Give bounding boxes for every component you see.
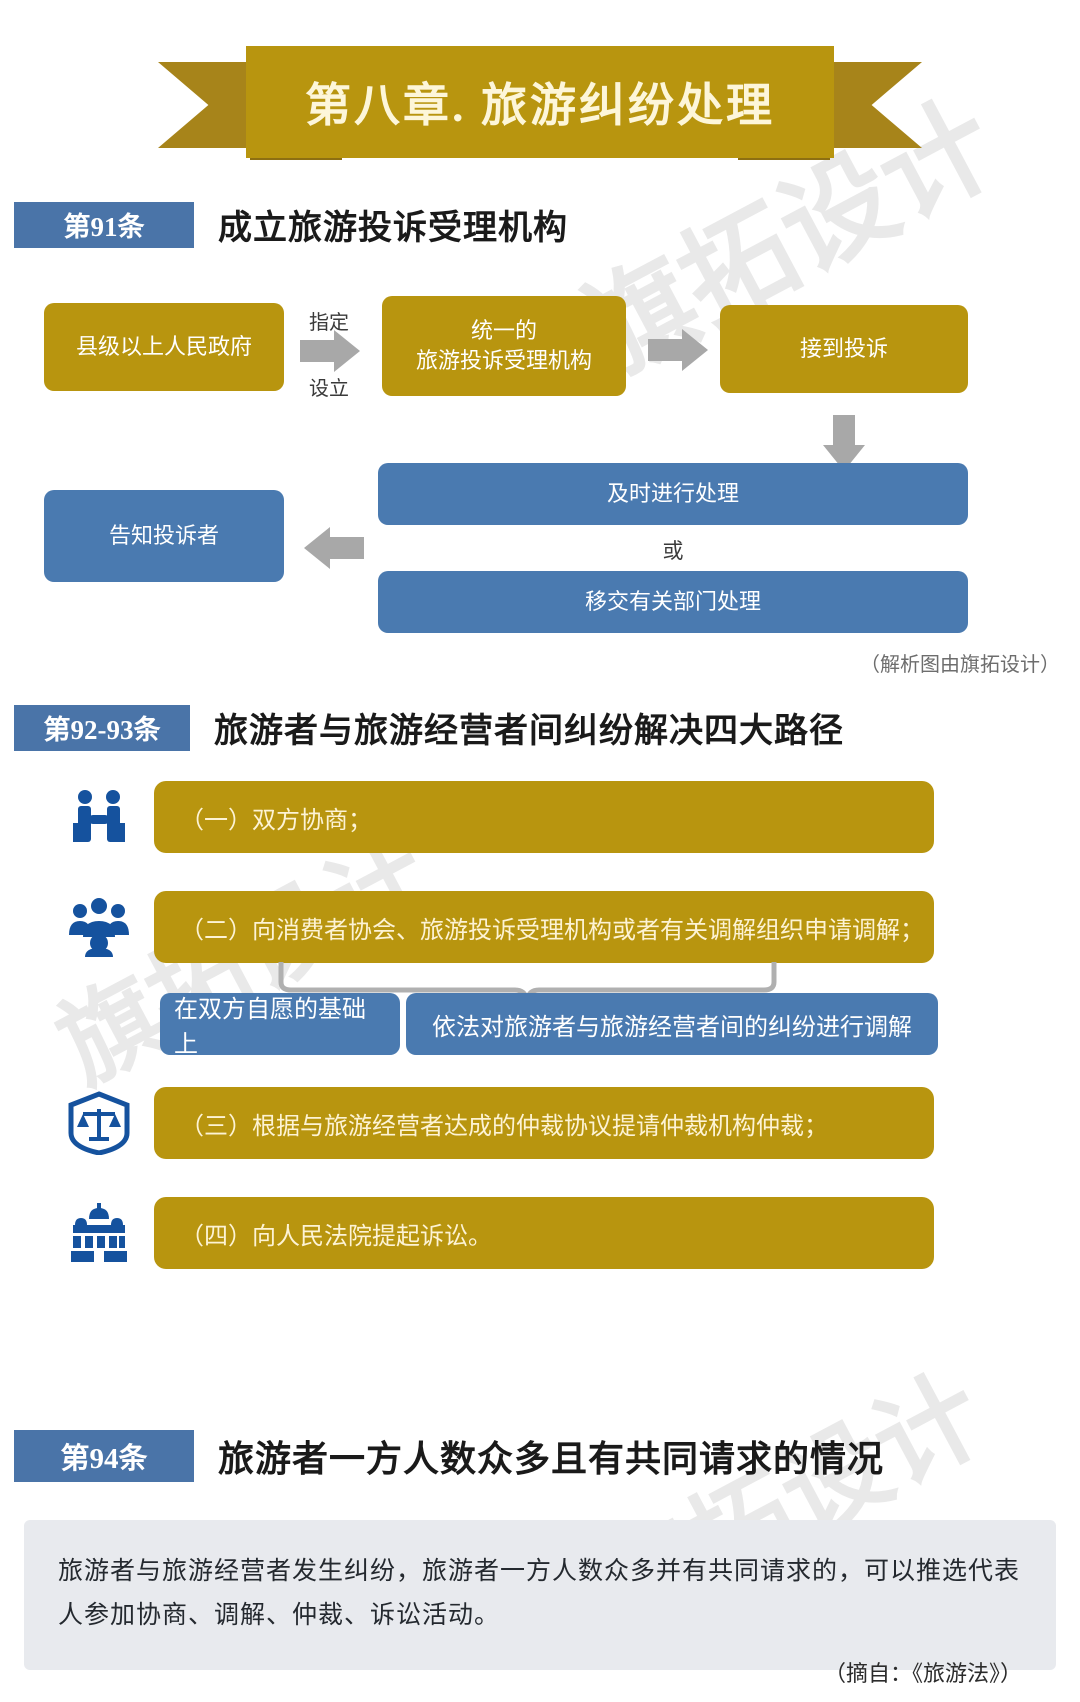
credit-note: （解析图由旗拓设计） bbox=[860, 654, 1060, 676]
mediation-action-box: 依法对旅游者与旅游经营者间的纠纷进行调解 bbox=[406, 993, 938, 1055]
flow-box-timely-handle: 及时进行处理 bbox=[378, 463, 968, 525]
flow-box-notify-complainant: 告知投诉者 bbox=[44, 490, 284, 582]
path-item-3: （三）根据与旅游经营者达成的仲裁协议提请仲裁机构仲裁； bbox=[62, 1086, 934, 1160]
arrow-label-establish: 设立 bbox=[309, 378, 349, 400]
arrow-shaft bbox=[648, 339, 682, 361]
people-group-icon bbox=[62, 890, 136, 964]
agency-line-2: 旅游投诉受理机构 bbox=[415, 348, 592, 373]
arrow-shaft bbox=[300, 340, 334, 362]
flow-box-receive-complaint: 接到投诉 bbox=[720, 305, 968, 393]
arrow-label-designate: 指定 bbox=[309, 312, 349, 334]
or-label: 或 bbox=[662, 539, 684, 563]
flow-box-government: 县级以上人民政府 bbox=[44, 303, 284, 391]
law-quote-text: 旅游者与旅游经营者发生纠纷，旅游者一方人数众多并有共同请求的，可以推选代表人参加… bbox=[58, 1558, 1021, 1629]
path-item-2: （二）向消费者协会、旅游投诉受理机构或者有关调解组织申请调解； bbox=[62, 890, 934, 964]
arrow-head-right bbox=[334, 330, 360, 372]
section-title-94: 旅游者一方人数众多且有共同请求的情况 bbox=[218, 1439, 885, 1479]
chapter-banner: 第八章. 旅游纠纷处理 bbox=[0, 28, 1080, 160]
banner-title: 第八章. 旅游纠纷处理 bbox=[305, 80, 775, 131]
arrow-head-left bbox=[304, 527, 330, 569]
courthouse-icon bbox=[62, 1196, 136, 1270]
path-item-4-label: （四）向人民法院提起诉讼。 bbox=[154, 1197, 934, 1269]
path-item-4: （四）向人民法院提起诉讼。 bbox=[62, 1196, 934, 1270]
flow-box-transfer: 移交有关部门处理 bbox=[378, 571, 968, 633]
path-item-1-label: （一）双方协商； bbox=[154, 781, 934, 853]
section-header-91: 第91条 成立旅游投诉受理机构 bbox=[14, 200, 568, 249]
arrow-head-right bbox=[682, 329, 708, 371]
scales-shield-icon bbox=[62, 1086, 136, 1160]
section-header-94: 第94条 旅游者一方人数众多且有共同请求的情况 bbox=[14, 1430, 884, 1482]
arrow-shaft-vertical bbox=[833, 415, 855, 445]
handshake-icon bbox=[62, 780, 136, 854]
path-item-3-label: （三）根据与旅游经营者达成的仲裁协议提请仲裁机构仲裁； bbox=[154, 1087, 934, 1159]
section-title-91: 成立旅游投诉受理机构 bbox=[218, 210, 568, 247]
path-item-1: （一）双方协商； bbox=[62, 780, 934, 854]
agency-line-1: 统一的 bbox=[470, 318, 537, 344]
arrow-shaft bbox=[330, 537, 364, 559]
mediation-condition-box: 在双方自愿的基础上 bbox=[160, 993, 400, 1058]
law-quote-source: （摘自：《旅游法》） bbox=[823, 1660, 1022, 1686]
article-badge-91: 第91条 bbox=[14, 201, 194, 248]
flow-box-agency: 统一的 旅游投诉受理机构 bbox=[382, 296, 626, 396]
ribbon-center: 第八章. 旅游纠纷处理 bbox=[246, 46, 834, 158]
article-badge-92: 第92-93条 bbox=[14, 704, 190, 751]
law-quote-block: 旅游者与旅游经营者发生纠纷，旅游者一方人数众多并有共同请求的，可以推选代表人参加… bbox=[24, 1520, 1056, 1686]
section-title-92: 旅游者与旅游经营者间纠纷解决四大路径 bbox=[214, 713, 844, 750]
article-badge-94: 第94条 bbox=[14, 1430, 194, 1482]
section-header-92: 第92-93条 旅游者与旅游经营者间纠纷解决四大路径 bbox=[14, 703, 844, 752]
path-item-2-label: （二）向消费者协会、旅游投诉受理机构或者有关调解组织申请调解； bbox=[154, 891, 934, 963]
